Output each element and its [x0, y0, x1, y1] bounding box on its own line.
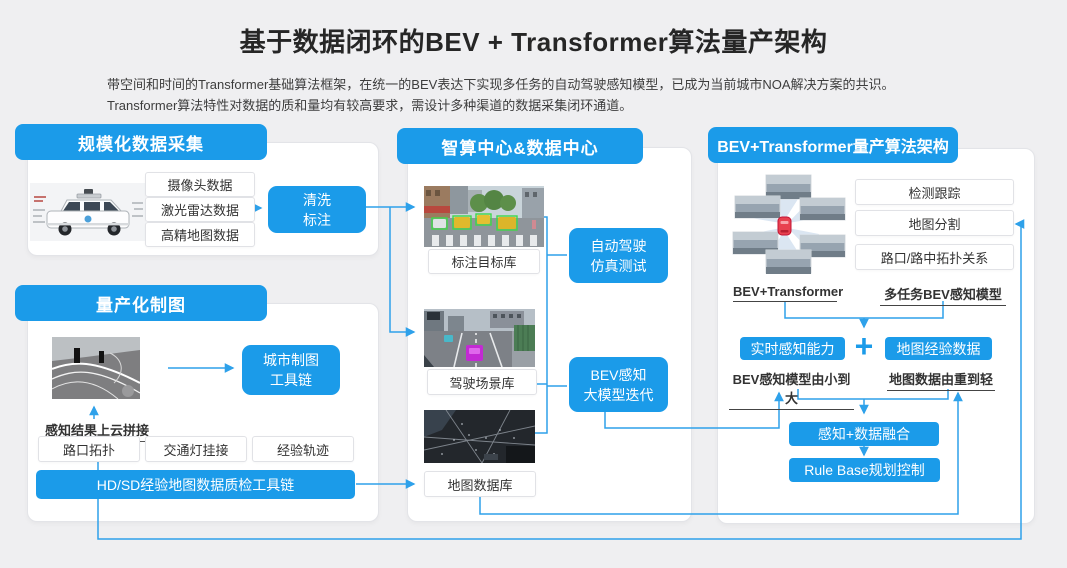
box-city-mapping-toolchain: 城市制图 工具链 — [242, 345, 340, 395]
box-camera-data: 摄像头数据 — [145, 172, 255, 197]
box-topology-relation: 路口/路中拓扑关系 — [855, 244, 1014, 270]
box-lidar-data: 激光雷达数据 — [145, 197, 255, 222]
box-map-experience-data: 地图经验数据 — [885, 337, 992, 360]
header-data-center: 智算中心&数据中心 — [397, 128, 643, 164]
header-mass-mapping: 量产化制图 — [15, 285, 267, 321]
subtitle-line-1: 带空间和时间的Transformer基础算法框架，在统一的BEV表达下实现多任务… — [107, 77, 895, 92]
label-mapdata-heavy-to-light: 地图数据由重到轻 — [887, 369, 995, 391]
box-hdmap-data: 高精地图数据 — [145, 222, 255, 247]
sim-line-1: 自动驾驶 — [590, 237, 647, 254]
iterate-line-2: 大模型迭代 — [583, 386, 654, 403]
box-map-segmentation: 地图分割 — [855, 210, 1014, 236]
box-perception-data-fusion: 感知+数据融合 — [789, 422, 939, 446]
page-title: 基于数据闭环的BEV + Transformer算法量产架构 — [239, 27, 828, 57]
header-data-collection: 规模化数据采集 — [15, 124, 267, 160]
box-rule-base-planning: Rule Base规划控制 — [789, 458, 940, 482]
clean-line-2: 标注 — [303, 211, 331, 228]
iterate-line-1: BEV感知 — [590, 366, 647, 383]
annotated-street-photo — [424, 186, 544, 247]
driving-simulation-photo — [424, 309, 535, 368]
box-autonomous-sim-test: 自动驾驶 仿真测试 — [569, 228, 668, 283]
subtitle-line-2: Transformer算法特性对数据的质和量均有较高要求，需设计多种渠道的数据采… — [107, 98, 633, 113]
aerial-map-photo — [423, 409, 536, 464]
bar-hdsd-qc-toolchain: HD/SD经验地图数据质检工具链 — [36, 470, 355, 499]
sensor-vehicle-photo — [30, 183, 146, 241]
box-annotation-target-db: 标注目标库 — [428, 249, 540, 274]
label-multitask-bev-model: 多任务BEV感知模型 — [880, 284, 1006, 306]
header-algorithm: BEV+Transformer量产算法架构 — [708, 127, 958, 163]
bev-six-camera-diagram — [725, 168, 850, 280]
box-driving-scene-db: 驾驶场景库 — [427, 369, 537, 395]
label-bev-transformer: BEV+Transformer — [733, 284, 843, 302]
label-model-small-to-large: BEV感知模型由小到大 — [729, 369, 854, 410]
box-clean-annotate: 清洗 标注 — [268, 186, 366, 233]
box-bev-model-iteration: BEV感知 大模型迭代 — [569, 357, 668, 412]
clean-line-1: 清洗 — [303, 191, 331, 208]
box-realtime-perception: 实时感知能力 — [740, 337, 845, 360]
toolchain-line-2: 工具链 — [270, 372, 312, 388]
box-traffic-light-link: 交通灯挂接 — [145, 436, 247, 462]
cloud-mapping-image — [51, 337, 141, 400]
box-experience-trajectory: 经验轨迹 — [252, 436, 354, 462]
toolchain-line-1: 城市制图 — [263, 352, 319, 368]
sim-line-2: 仿真测试 — [590, 257, 647, 274]
box-detection-tracking: 检测跟踪 — [855, 179, 1014, 205]
box-map-db: 地图数据库 — [424, 471, 536, 497]
page-subtitle: 带空间和时间的Transformer基础算法框架，在统一的BEV表达下实现多任务… — [107, 74, 1007, 116]
plus-sign: + — [854, 328, 874, 364]
box-junction-topology: 路口拓扑 — [38, 436, 140, 462]
